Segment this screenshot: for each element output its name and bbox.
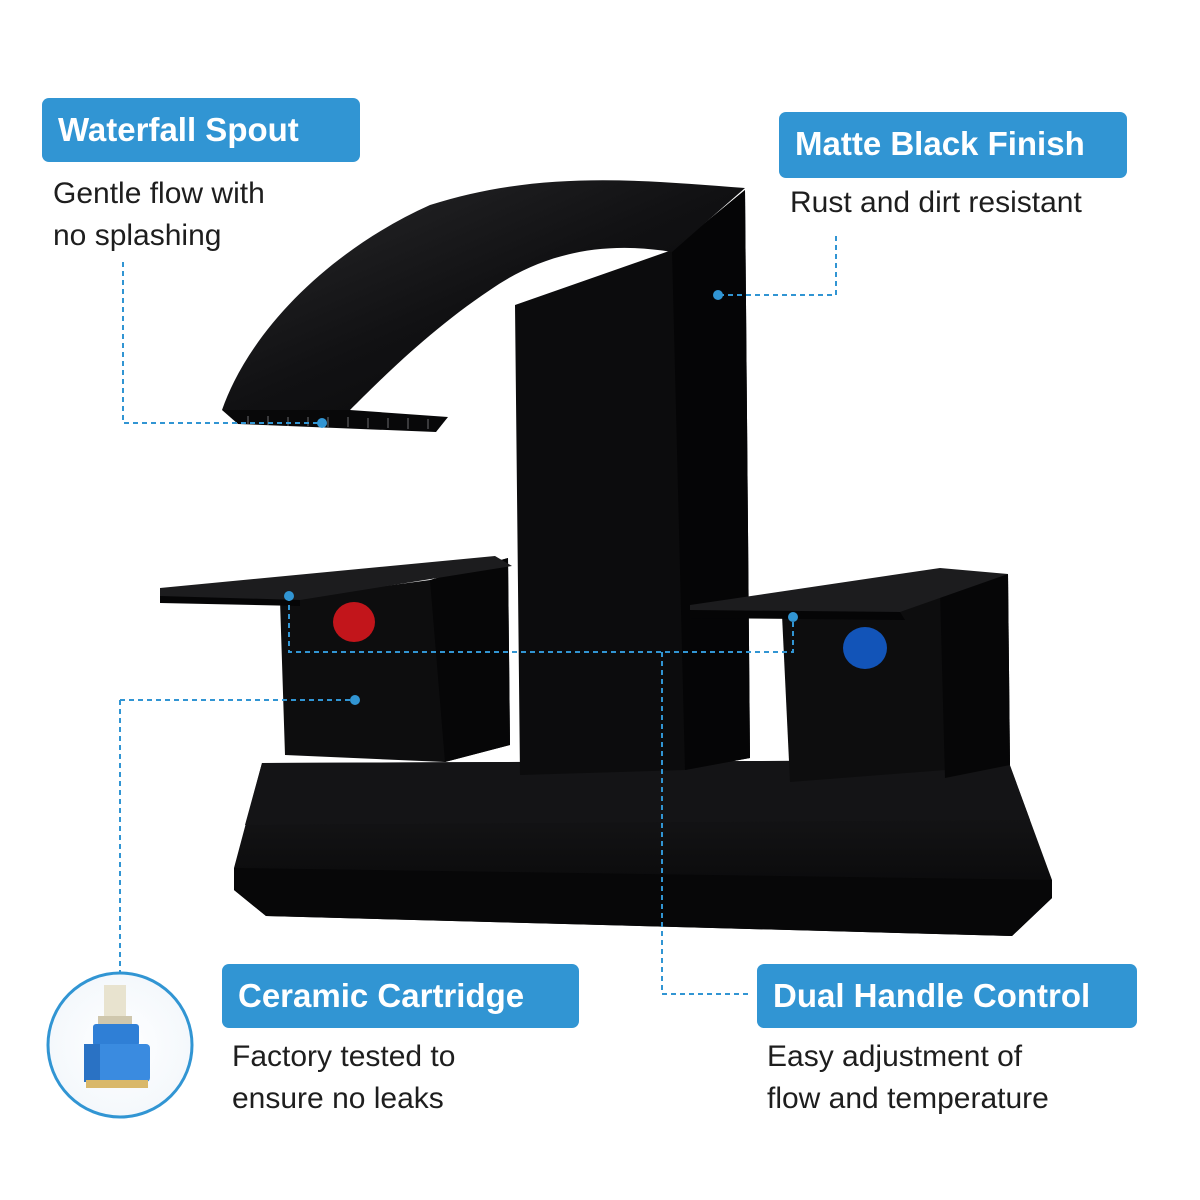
matte-black-finish-description: Rust and dirt resistant — [790, 182, 1082, 224]
matte-black-finish-line-1: Rust and dirt resistant — [790, 186, 1082, 219]
waterfall-spout-line-1: Gentle flow with — [53, 177, 265, 210]
ceramic-cartridge-icon — [46, 971, 194, 1119]
hot-indicator-icon — [333, 602, 375, 642]
matte-black-finish-title: Matte Black Finish — [779, 112, 1127, 178]
ceramic-cartridge-line-2: ensure no leaks — [232, 1082, 444, 1115]
left-handle — [160, 556, 512, 762]
right-handle — [690, 568, 1010, 782]
ceramic-cartridge-line-1: Factory tested to — [232, 1040, 456, 1073]
faucet-base — [234, 760, 1052, 936]
dual-handle-control-line-2: flow and temperature — [767, 1082, 1049, 1115]
ceramic-cartridge-title: Ceramic Cartridge — [222, 964, 579, 1028]
ceramic-cartridge-description: Factory tested to ensure no leaks — [232, 1036, 455, 1120]
callout-dots — [284, 290, 798, 705]
callout-lines — [119, 236, 837, 995]
dual-handle-control-title: Dual Handle Control — [757, 964, 1137, 1028]
waterfall-spout-title: Waterfall Spout — [42, 98, 360, 162]
dual-handle-control-description: Easy adjustment of flow and temperature — [767, 1036, 1049, 1120]
faucet-spout — [222, 180, 750, 775]
cold-indicator-icon — [843, 627, 887, 669]
dual-handle-control-line-1: Easy adjustment of — [767, 1040, 1023, 1073]
waterfall-spout-description: Gentle flow with no splashing — [53, 173, 265, 257]
waterfall-spout-line-2: no splashing — [53, 219, 222, 252]
spout-outlet — [247, 416, 429, 429]
